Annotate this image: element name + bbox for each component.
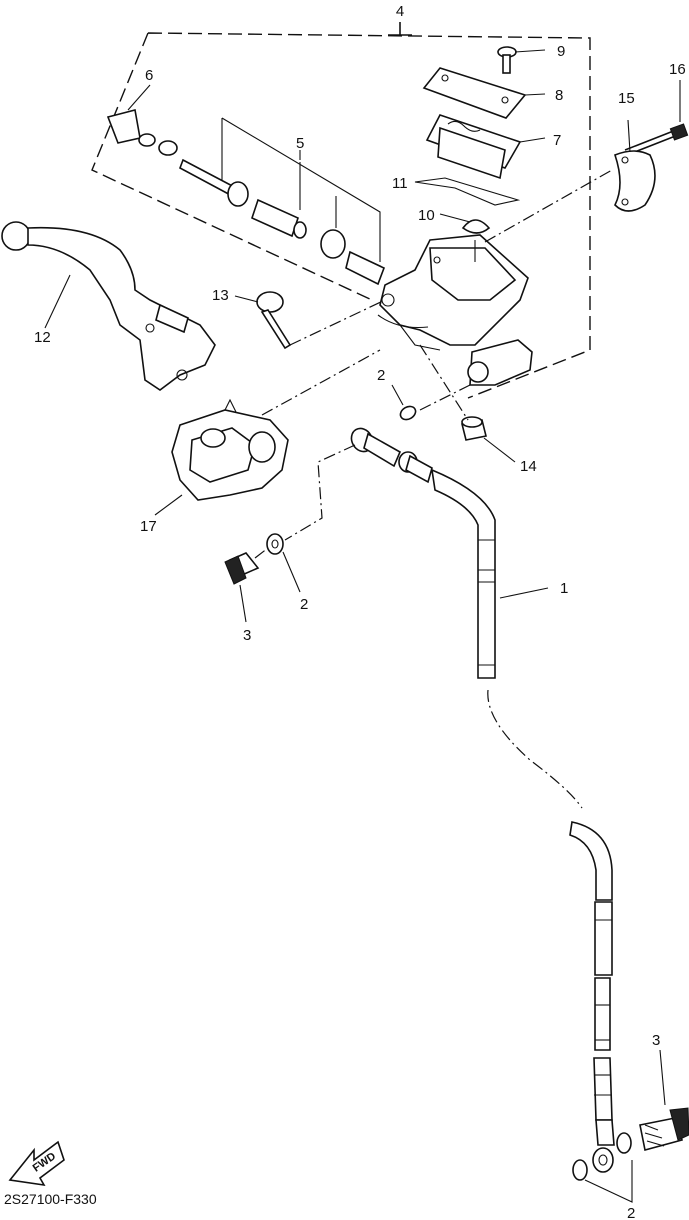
master-cylinder-body	[377, 169, 613, 386]
dust-boot	[106, 84, 178, 156]
reservoir-cap	[439, 213, 491, 234]
callout-4: 4	[396, 3, 404, 20]
callout-13: 13	[212, 287, 229, 304]
caliper-banjo-bolt	[224, 533, 301, 623]
lower-banjo-bolt	[572, 1049, 689, 1203]
callout-14: 14	[520, 458, 537, 475]
callout-2-lower: 2	[627, 1205, 635, 1220]
callout-7: 7	[553, 132, 561, 149]
screw-part	[497, 46, 546, 74]
diagram-code: 2S27100-F330	[4, 1191, 97, 1207]
callout-15: 15	[618, 90, 635, 107]
callout-3-upper: 3	[243, 627, 251, 644]
assembly-boundary	[91, 22, 591, 399]
callout-8: 8	[555, 87, 563, 104]
lever-pivot	[234, 291, 386, 350]
callout-6: 6	[145, 67, 153, 84]
master-cylinder-clamp	[614, 119, 656, 212]
callout-labels: 4 9 8 7 11 10 16 15 6 5 13 12 2 14 17 1 …	[34, 3, 686, 1220]
diaphragm	[425, 114, 546, 180]
callout-17: 17	[140, 518, 157, 535]
callout-2-middle: 2	[300, 596, 308, 613]
callout-2-upper: 2	[377, 367, 385, 384]
callout-11: 11	[392, 175, 408, 192]
diaphragm-plate	[414, 177, 521, 206]
brake-hose	[430, 468, 615, 1173]
callout-3-lower: 3	[652, 1032, 660, 1049]
callout-16: 16	[669, 61, 686, 78]
callout-1: 1	[560, 580, 568, 597]
callout-10: 10	[418, 207, 435, 224]
bleed-screw	[419, 344, 516, 463]
callout-12: 12	[34, 329, 51, 346]
brake-caliper	[154, 349, 381, 541]
reservoir-cover	[422, 67, 546, 119]
callout-5: 5	[296, 135, 304, 152]
brake-lever	[1, 221, 216, 391]
banjo-fitting-upper	[350, 384, 471, 484]
piston-kit	[179, 117, 386, 286]
callout-9: 9	[557, 43, 565, 60]
fwd-arrow-icon: FWD	[8, 1140, 65, 1187]
